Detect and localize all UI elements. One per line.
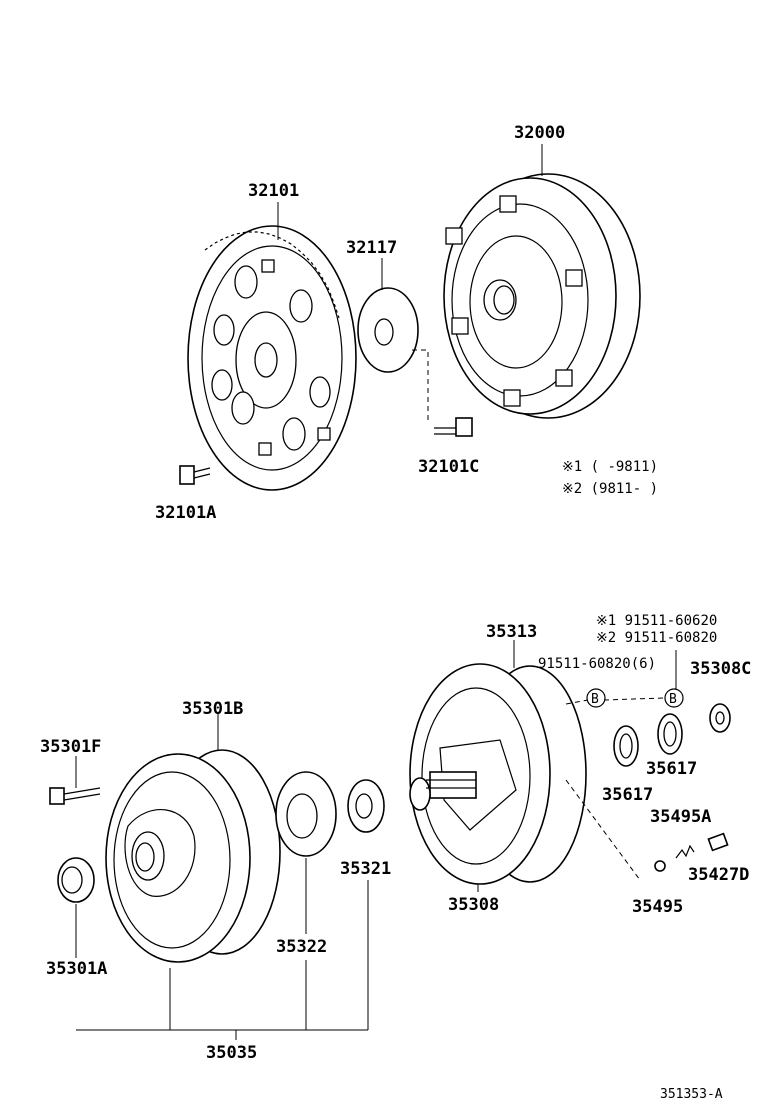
label-35322: 35322	[276, 937, 327, 957]
label-35035: 35035	[206, 1043, 257, 1063]
seal-35308C-icon[interactable]	[709, 703, 731, 733]
torque-converter-icon[interactable]	[443, 173, 641, 419]
note-1: ※1 ( -9811)	[562, 459, 658, 475]
oil-seal-ring-2-icon[interactable]	[657, 713, 683, 755]
oil-seal-35301A-icon[interactable]	[57, 857, 95, 903]
label-35427D: 35427D	[688, 865, 749, 885]
oil-pump-body-icon[interactable]	[105, 749, 281, 963]
label-32101C: 32101C	[418, 457, 479, 477]
label-32000: 32000	[514, 123, 565, 143]
drive-gear-icon[interactable]	[347, 779, 385, 833]
label-35308: 35308	[448, 895, 499, 915]
label-35301A: 35301A	[46, 959, 107, 979]
note-2: ※2 (9811- )	[562, 481, 658, 497]
label-32117: 32117	[346, 238, 397, 258]
ref-note-1: ※1 91511-60620	[596, 613, 717, 629]
label-32101: 32101	[248, 181, 299, 201]
label-35617-b: 35617	[646, 759, 697, 779]
stator-shaft-icon[interactable]	[409, 663, 587, 885]
ref-note-2: ※2 91511-60820	[596, 630, 717, 646]
ball-icon[interactable]	[654, 860, 666, 872]
bolt-35301F-icon[interactable]	[49, 787, 101, 805]
label-35321: 35321	[340, 859, 391, 879]
ref-note-3: 91511-60820(6)	[538, 656, 656, 672]
label-35301F: 35301F	[40, 737, 101, 757]
label-35308C: 35308C	[690, 659, 751, 679]
label-35301B: 35301B	[182, 699, 243, 719]
spacer-plate-icon[interactable]	[357, 287, 419, 373]
bolt-32101A-icon[interactable]	[179, 465, 211, 485]
drive-plate-icon[interactable]	[187, 225, 357, 491]
driven-gear-icon[interactable]	[275, 771, 337, 857]
plug-icon[interactable]	[707, 832, 729, 852]
circle-b-2: B	[669, 692, 677, 707]
label-32101A: 32101A	[155, 503, 216, 523]
bolt-32101C-icon[interactable]	[434, 417, 473, 437]
label-35495: 35495	[632, 897, 683, 917]
spring-icon[interactable]	[675, 844, 695, 859]
label-35313: 35313	[486, 622, 537, 642]
oil-seal-ring-1-icon[interactable]	[613, 725, 639, 767]
label-35617-a: 35617	[602, 785, 653, 805]
figure-id: 351353-A	[660, 1087, 723, 1102]
circle-b-1: B	[591, 692, 599, 707]
label-35495A: 35495A	[650, 807, 711, 827]
